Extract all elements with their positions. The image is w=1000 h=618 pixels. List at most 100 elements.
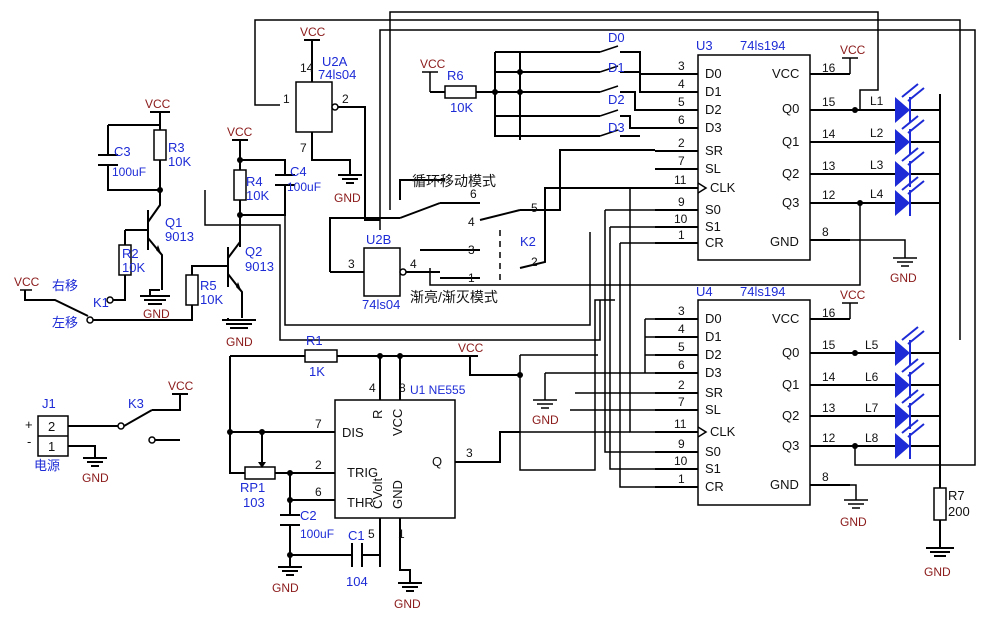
r2-designator: R2 (122, 246, 139, 261)
u4-pin-s1: S1 (705, 461, 721, 476)
r6-vcc-label: VCC (420, 57, 446, 71)
u3-pin-gnd: GND (770, 234, 799, 249)
rp1-designator: RP1 (240, 480, 265, 495)
u3-pinnum-16: 16 (822, 61, 836, 75)
switch-d3-label: D3 (608, 120, 625, 135)
led-l4: L4 (870, 176, 925, 216)
k2-pinnum-1: 1 (468, 271, 475, 285)
k2-pinnum-5: 5 (531, 201, 538, 215)
c3-designator: C3 (114, 144, 131, 159)
led-array-top (850, 94, 941, 498)
u3-pin-s0: S0 (705, 202, 721, 217)
u4-pinnum-14: 14 (822, 370, 836, 384)
led-l7-label: L7 (865, 401, 879, 415)
resistor-r3: R3 10K VCC (145, 97, 191, 190)
k1-vcc-label: VCC (14, 275, 40, 289)
led-array-bottom (850, 352, 940, 447)
u3-pinnum-9: 9 (678, 195, 685, 209)
r5-designator: R5 (200, 278, 217, 293)
u1-pin-gnd: GND (390, 480, 405, 509)
u1-pinnum-1: 1 (398, 527, 405, 541)
r1-vcc-label: VCC (458, 341, 484, 355)
u4-pinnum-3: 3 (678, 304, 685, 318)
transistor-q1: Q1 9013 GND (125, 190, 194, 321)
led-l3: L3 (870, 147, 925, 187)
r7-gnd-label: GND (924, 565, 951, 579)
led-l2: L2 (870, 115, 925, 155)
u1-ne555-timer: U1 NE555 DIS TRIG THR Q R VCC CVolt GND … (290, 356, 520, 611)
u4-pin-q1: Q1 (782, 377, 799, 392)
u3-pin-q1: Q1 (782, 134, 799, 149)
k1-designator: K1 (93, 295, 109, 310)
transistor-q2: Q2 9013 GND (200, 205, 274, 349)
u4-pin-vcc: VCC (772, 311, 799, 326)
shift-right-label: 右移 (52, 278, 78, 293)
u1-designator: U1 NE555 (410, 383, 466, 397)
u4-pinnum-10: 10 (674, 454, 688, 468)
led-l6: L6 (865, 358, 925, 398)
r7-designator: R7 (948, 488, 965, 503)
shift-left-label: 左移 (52, 315, 78, 330)
led-l7: L7 (865, 389, 925, 429)
k2-pinnum-2: 2 (531, 255, 538, 269)
u3-pinnum-15: 15 (822, 95, 836, 109)
r5-value: 10K (200, 292, 223, 307)
u4-gnd-label: GND (840, 515, 867, 529)
u2b-inverter: U2B 74ls04 3 4 (330, 232, 440, 312)
u1-pinnum-7: 7 (315, 417, 322, 431)
u4-pinnum-16: 16 (822, 306, 836, 320)
u4-vcc-label: VCC (840, 288, 866, 302)
u1-pinnum-6: 6 (315, 485, 322, 499)
c1-designator: C1 (348, 528, 365, 543)
resistor-r2: R2 10K (115, 230, 145, 301)
capacitor-c1: C1 104 (287, 528, 380, 589)
u3-pinnum-8: 8 (822, 225, 829, 239)
switch-d0-label: D0 (608, 30, 625, 45)
u2a-vcc-label: VCC (300, 25, 326, 39)
u3-gnd-label: GND (890, 271, 917, 285)
u4-pin-q2: Q2 (782, 408, 799, 423)
q2-value: 9013 (245, 259, 274, 274)
mode-switch-k2: 循环移动模式 渐亮/渐灭模式 K2 6 4 5 3 1 2 (329, 149, 655, 305)
led-l5: L5 (865, 326, 925, 366)
mode-fade-label: 渐亮/渐灭模式 (410, 289, 498, 305)
u2a-inverter: U2A 74ls04 VCC GND 14 1 2 7 (283, 25, 380, 221)
u4-gnd-symbol: GND (840, 484, 868, 529)
led-l2-label: L2 (870, 126, 884, 140)
u4-pin-sl: SL (705, 402, 721, 417)
u4-pinnum-1: 1 (678, 472, 685, 486)
power-connector-j1: J1 2 1 + - 电源 GND (25, 396, 118, 485)
r7-value: 200 (948, 504, 970, 519)
u4-pin-gnd: GND (770, 477, 799, 492)
c2-gnd-label: GND (272, 581, 299, 595)
led-l6-label: L6 (865, 370, 879, 384)
u4-pinnum-7: 7 (678, 395, 685, 409)
u1-pinnum-3: 3 (466, 446, 473, 460)
u4-data-gnd-label: GND (532, 413, 559, 427)
u1-pin-thr: THR (347, 495, 374, 510)
u3-pinnum-11: 11 (674, 173, 687, 187)
k3-vcc-label: VCC (168, 379, 194, 393)
q2-gnd-label: GND (226, 335, 253, 349)
r4-designator: R4 (246, 174, 263, 189)
u3-pin-clk: CLK (710, 180, 736, 195)
r1-value: 1K (309, 364, 325, 379)
r4-value: 10K (246, 188, 269, 203)
u3-pin-d2: D2 (705, 102, 722, 117)
u2b-pinnum-4: 4 (410, 257, 417, 271)
c3-value: 100uF (112, 165, 146, 179)
power-switch-k3: K3 VCC (117, 379, 194, 444)
u2a-pinnum-1: 1 (283, 92, 290, 106)
u2b-designator: U2B (366, 232, 391, 247)
potentiometer-rp1: RP1 103 (227, 356, 300, 510)
q1-designator: Q1 (165, 215, 182, 230)
u3-pinnum-12: 12 (822, 188, 836, 202)
r4-vcc-label: VCC (227, 125, 253, 139)
u2a-pinnum-2: 2 (342, 92, 349, 106)
u4-pin-q3: Q3 (782, 438, 799, 453)
u2b-pinnum-3: 3 (348, 257, 355, 271)
led-l4-label: L4 (870, 187, 884, 201)
u4-pinnum-9: 9 (678, 437, 685, 451)
feedback-wires (254, 11, 976, 466)
